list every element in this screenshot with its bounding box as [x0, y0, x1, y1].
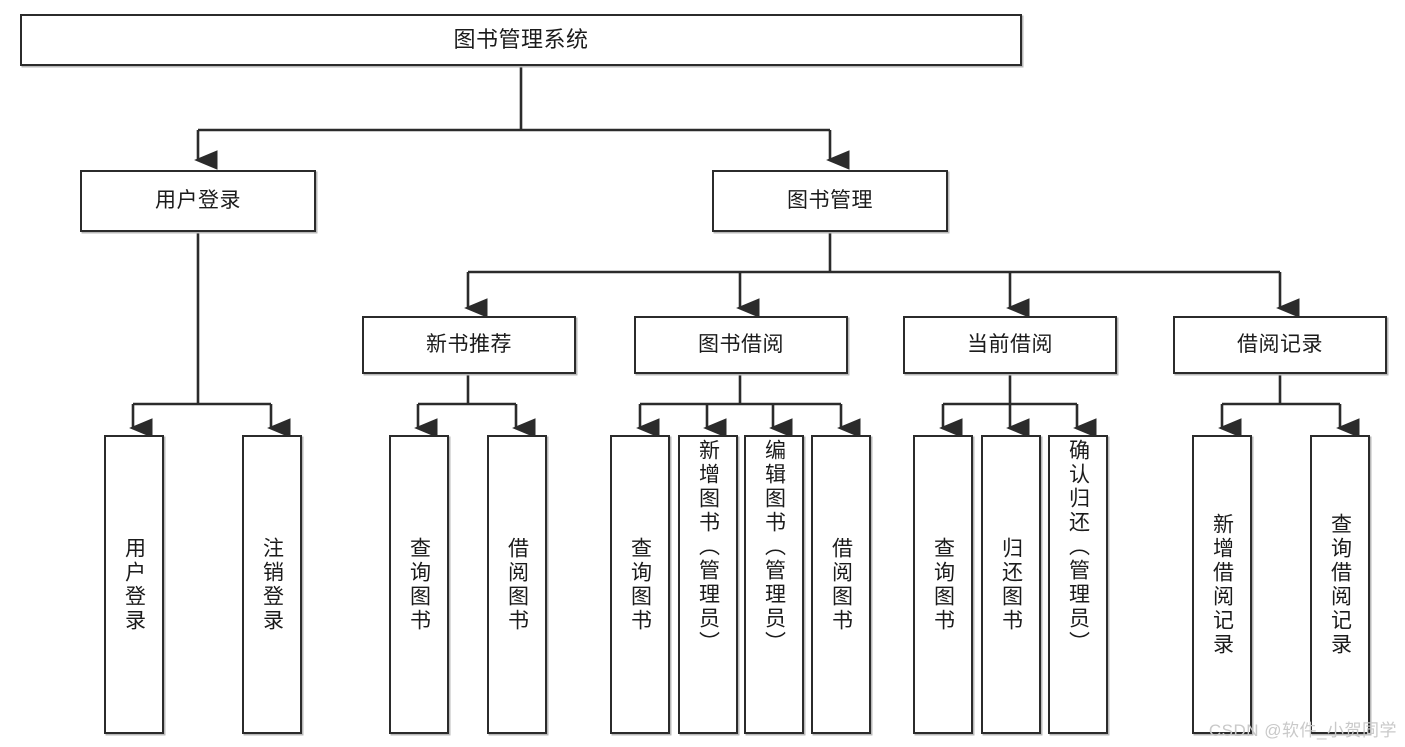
node-label: 借阅图书: [829, 536, 853, 633]
node-label: 编辑图书（管理员）: [762, 439, 786, 655]
leaf-user-login[interactable]: 用户登录: [104, 435, 164, 734]
node-label: 借阅记录: [1237, 332, 1323, 356]
node-label: 图书管理系统: [453, 27, 589, 53]
leaf-query-book-borrow[interactable]: 查询图书: [610, 435, 670, 734]
leaf-confirm-return-admin[interactable]: 确认归还（管理员）: [1048, 435, 1108, 734]
node-label: 查询图书: [407, 536, 431, 633]
leaf-borrow-book-recommend[interactable]: 借阅图书: [487, 435, 547, 734]
leaf-query-borrow-record[interactable]: 查询借阅记录: [1310, 435, 1370, 734]
node-current-borrow[interactable]: 当前借阅: [903, 316, 1117, 374]
node-book-management[interactable]: 图书管理: [712, 170, 948, 232]
node-borrow-record[interactable]: 借阅记录: [1173, 316, 1387, 374]
node-new-book-recommend[interactable]: 新书推荐: [362, 316, 576, 374]
leaf-edit-book-admin[interactable]: 编辑图书（管理员）: [744, 435, 804, 734]
node-root-system[interactable]: 图书管理系统: [20, 14, 1022, 66]
leaf-borrow-book[interactable]: 借阅图书: [811, 435, 871, 734]
node-label: 注销登录: [260, 536, 284, 633]
node-label: 用户登录: [155, 188, 241, 212]
node-label: 图书借阅: [698, 332, 784, 356]
leaf-query-book-recommend[interactable]: 查询图书: [389, 435, 449, 734]
node-label: 查询借阅记录: [1328, 512, 1352, 657]
node-label: 用户登录: [122, 536, 146, 633]
watermark-text: CSDN @软件_小贺同学: [1208, 721, 1397, 740]
node-label: 图书管理: [787, 188, 873, 212]
node-label: 借阅图书: [505, 536, 529, 633]
leaf-query-book-current[interactable]: 查询图书: [913, 435, 973, 734]
node-label: 新书推荐: [426, 332, 512, 356]
node-label: 查询图书: [628, 536, 652, 633]
node-book-borrow[interactable]: 图书借阅: [634, 316, 848, 374]
leaf-add-borrow-record[interactable]: 新增借阅记录: [1192, 435, 1252, 734]
node-label: 查询图书: [931, 536, 955, 633]
leaf-return-book[interactable]: 归还图书: [981, 435, 1041, 734]
leaf-add-book-admin[interactable]: 新增图书（管理员）: [678, 435, 738, 734]
node-user-login[interactable]: 用户登录: [80, 170, 316, 232]
node-label: 当前借阅: [967, 332, 1053, 356]
node-label: 新增借阅记录: [1210, 512, 1234, 657]
node-label: 新增图书（管理员）: [696, 439, 720, 655]
node-label: 确认归还（管理员）: [1066, 439, 1090, 655]
node-label: 归还图书: [999, 536, 1023, 633]
leaf-logout[interactable]: 注销登录: [242, 435, 302, 734]
